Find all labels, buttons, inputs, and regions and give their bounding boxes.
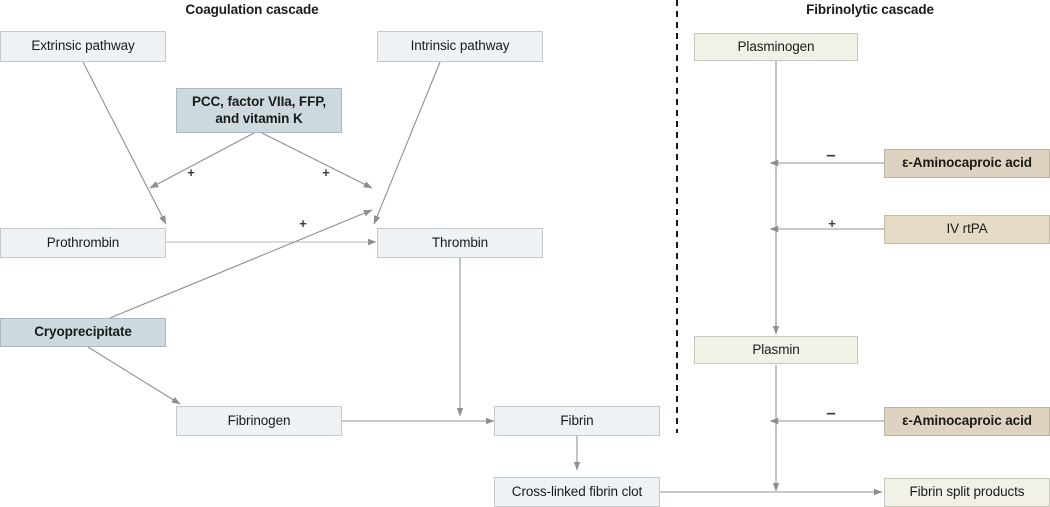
edge-cryoprecipitate-fibrinogen <box>87 346 181 405</box>
edge-pcc-prothrombin <box>149 132 255 189</box>
node-aminocaproic-acid-bottom[interactable]: ε-Aminocaproic acid <box>884 407 1050 436</box>
sign-cryoprecipitate-thrombin-plus: + <box>299 216 307 231</box>
node-cross-linked-fibrin-clot[interactable]: Cross-linked fibrin clot <box>494 477 660 507</box>
coagulation-cascade-title: Coagulation cascade <box>185 2 319 17</box>
node-extrinsic-pathway[interactable]: Extrinsic pathway <box>0 31 166 62</box>
node-plasminogen[interactable]: Plasminogen <box>694 33 858 61</box>
node-cryoprecipitate[interactable]: Cryoprecipitate <box>0 318 166 347</box>
node-pcc-factor-viia-ffp-vitamin-k[interactable]: PCC, factor VIIa, FFP, and vitamin K <box>176 88 342 133</box>
node-fibrinogen[interactable]: Fibrinogen <box>176 406 342 436</box>
edge-cryoprecipitate-thrombin <box>109 209 373 319</box>
pcc-line-2: and vitamin K <box>215 110 303 126</box>
sign-rtpa-plus: + <box>828 216 836 231</box>
node-plasmin[interactable]: Plasmin <box>694 336 858 364</box>
pcc-line-1: PCC, factor VIIa, FFP, <box>191 93 327 109</box>
edge-intrinsic-thrombin <box>373 61 441 225</box>
node-prothrombin[interactable]: Prothrombin <box>0 228 166 258</box>
sign-pcc-prothrombin-plus: + <box>187 165 195 180</box>
node-thrombin[interactable]: Thrombin <box>377 228 543 258</box>
sign-pcc-thrombin-plus: + <box>322 165 330 180</box>
node-iv-rtpa[interactable]: IV rtPA <box>884 215 1050 244</box>
edge-pcc-thrombin <box>261 132 373 189</box>
fibrinolytic-cascade-title: Fibrinolytic cascade <box>806 2 934 17</box>
node-intrinsic-pathway[interactable]: Intrinsic pathway <box>377 31 543 62</box>
node-fibrin-split-products[interactable]: Fibrin split products <box>884 478 1050 507</box>
sign-eaca-top-minus: – <box>826 145 836 164</box>
edge-extrinsic-prothrombin <box>82 61 167 225</box>
node-aminocaproic-acid-top[interactable]: ε-Aminocaproic acid <box>884 149 1050 178</box>
node-fibrin[interactable]: Fibrin <box>494 406 660 436</box>
sign-eaca-bottom-minus: – <box>826 403 836 422</box>
